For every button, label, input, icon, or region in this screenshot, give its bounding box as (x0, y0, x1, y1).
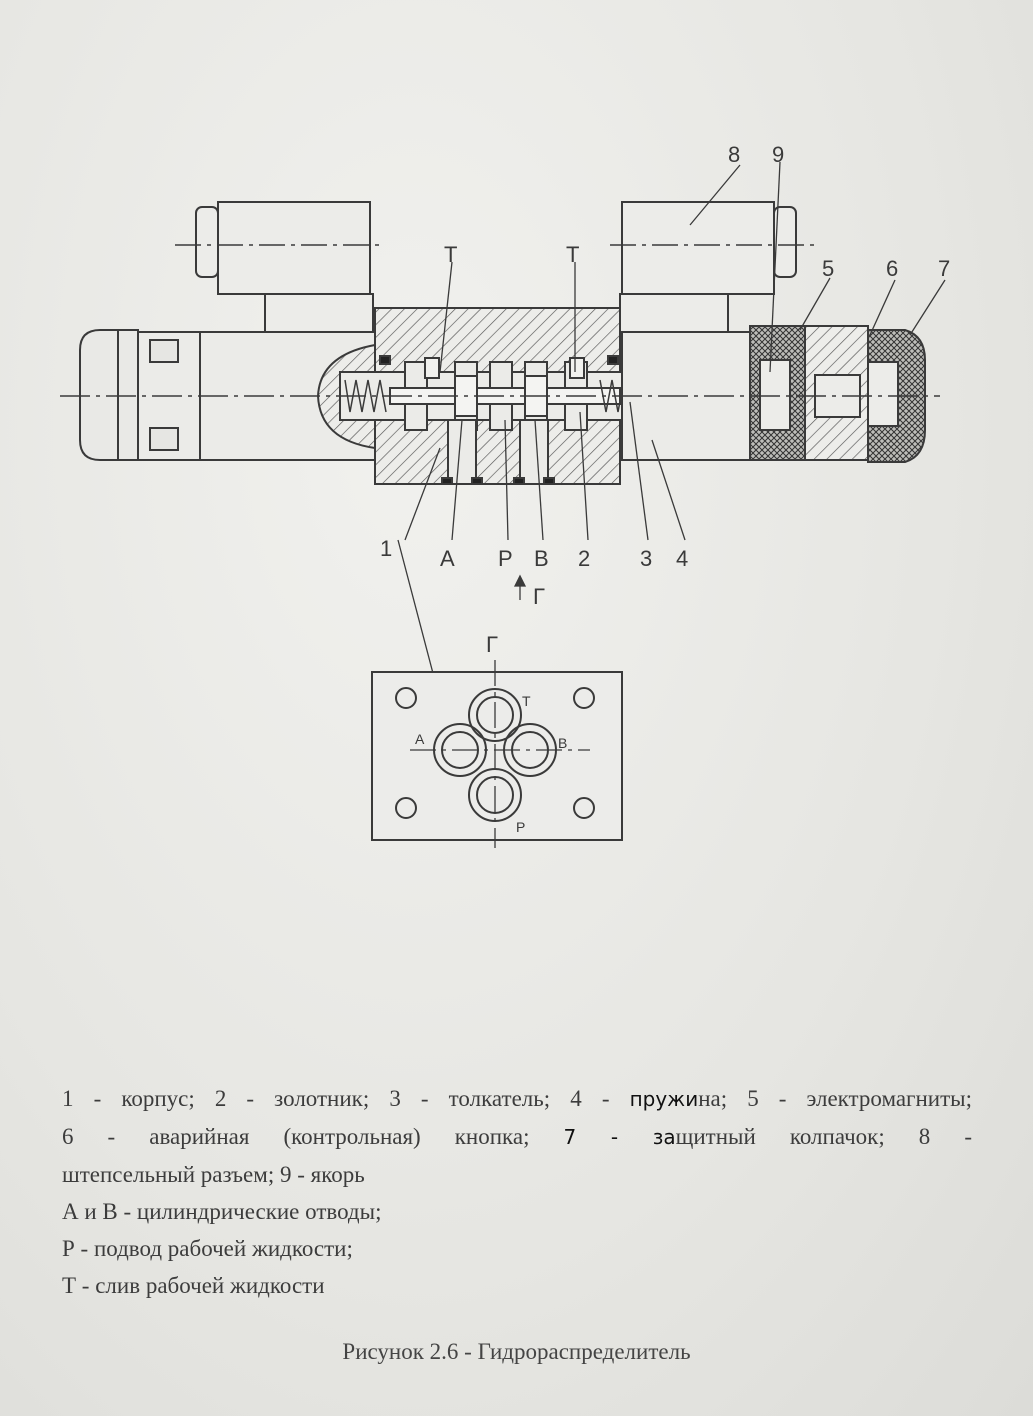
callout-5: 5 (822, 256, 834, 281)
left-connector (175, 201, 385, 333)
callout-7: 7 (938, 256, 950, 281)
port-label-t-right: T (566, 242, 579, 267)
callout-6: 6 (886, 256, 898, 281)
plate-port-t: T (522, 693, 531, 709)
plate-port-p: P (516, 819, 525, 835)
view-arrow-label: Г (533, 584, 545, 609)
legend-line-4: А и В - цилиндрические отводы; (62, 1199, 382, 1224)
callout-4: 4 (676, 546, 688, 571)
legend-line-6: Т - слив рабочей жидкости (62, 1273, 325, 1298)
legend-line-5: Р - подвод рабочей жидкости; (62, 1236, 353, 1261)
callout-8: 8 (728, 142, 740, 167)
figure-caption: Рисунок 2.6 - Гидрораспределитель (342, 1339, 691, 1364)
valve-drawing: 8 9 5 6 7 1 2 3 4 T T A P B Г Г T A B P (60, 142, 950, 848)
callout-2: 2 (578, 546, 590, 571)
port-label-b: B (534, 546, 549, 571)
plate-port-b: B (558, 735, 567, 751)
legend-line-3: штепсельный разъем; 9 - якорь (62, 1162, 365, 1187)
callout-9: 9 (772, 142, 784, 167)
legend-line-1: 1 - корпус; 2 - золотник; 3 - толкатель;… (62, 1086, 972, 1111)
port-plate (371, 660, 623, 848)
view-title: Г (486, 632, 498, 657)
port-label-a: A (440, 546, 455, 571)
plate-port-a: A (415, 731, 425, 747)
leader-lines (397, 161, 946, 701)
callout-1: 1 (380, 536, 392, 561)
port-label-p: P (498, 546, 513, 571)
callout-3: 3 (640, 546, 652, 571)
legend-line-2: 6 - аварийная (контрольная) кнопка; 7 - … (62, 1124, 972, 1149)
legend: 1 - корпус; 2 - золотник; 3 - толкатель;… (62, 1080, 972, 1304)
right-solenoid (621, 325, 926, 463)
right-connector (610, 201, 818, 333)
port-label-t-left: T (444, 242, 457, 267)
